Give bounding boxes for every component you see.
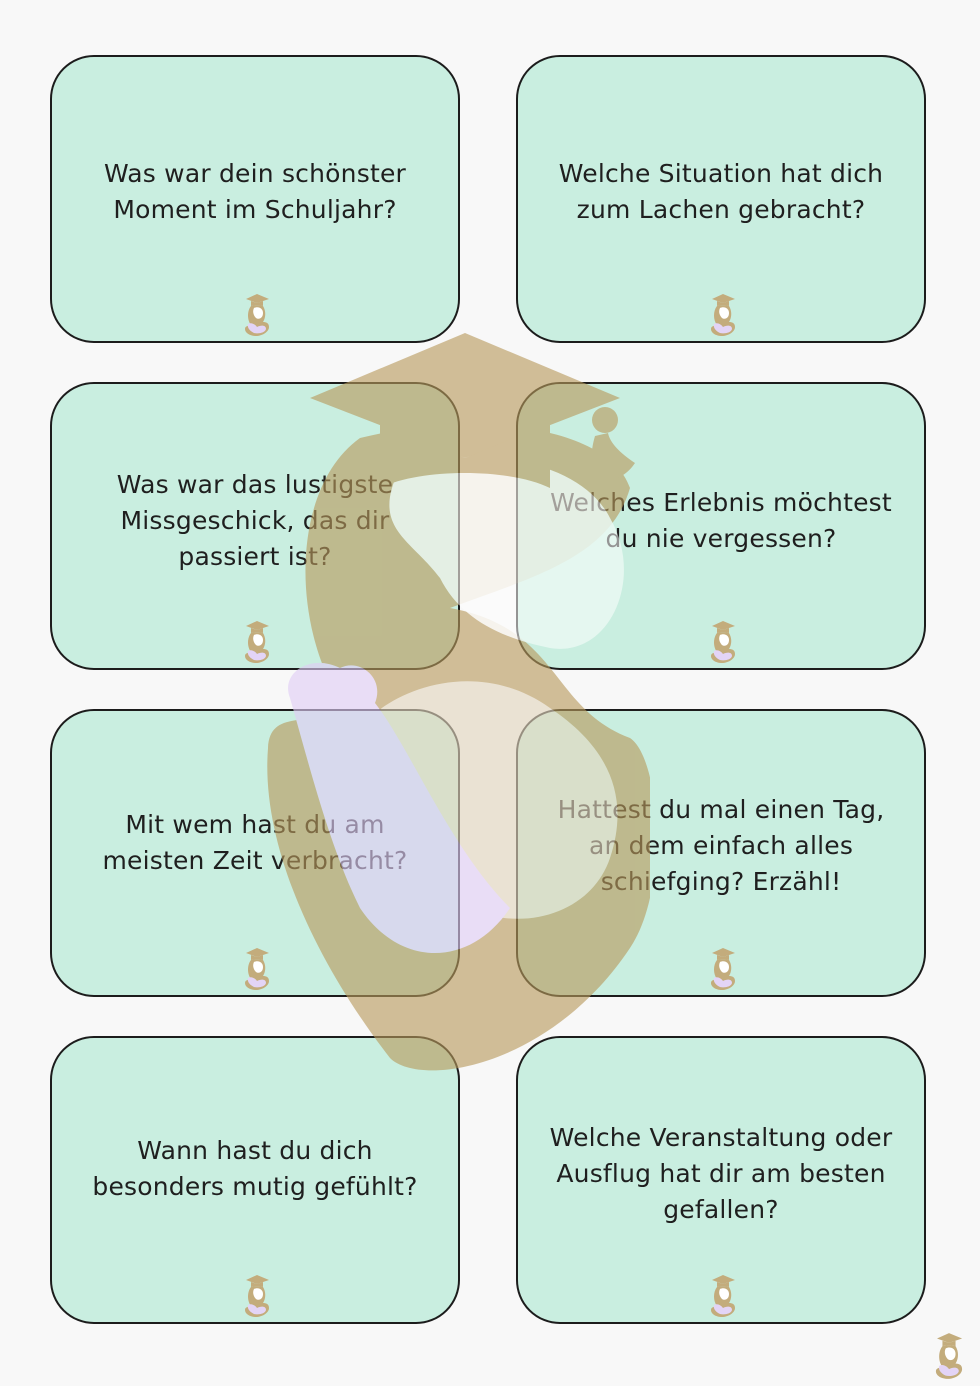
card-question: Mit wem hast du am meisten Zeit verbrach…	[102, 810, 408, 875]
question-card: Welche Situation hat dich zum Lachen geb…	[516, 55, 926, 343]
question-card: Wann hast du dich besonders mutig gefühl…	[50, 1036, 460, 1324]
graduate-logo-icon	[242, 1274, 272, 1318]
graduate-logo-icon	[708, 620, 738, 664]
card-question: Welche Veranstaltung oder Ausflug hat di…	[549, 1123, 893, 1224]
question-card: Welches Erlebnis möchtest du nie vergess…	[516, 382, 926, 670]
graduate-logo-icon	[708, 1274, 738, 1318]
graduate-logo-icon	[242, 620, 272, 664]
question-card: Was war das lustigste Missgeschick, das …	[50, 382, 460, 670]
card-question: Welches Erlebnis möchtest du nie vergess…	[550, 488, 892, 553]
question-card: Was war dein schönster Moment im Schulja…	[50, 55, 460, 343]
card-question: Wann hast du dich besonders mutig gefühl…	[92, 1136, 418, 1201]
card-question: Welche Situation hat dich zum Lachen geb…	[558, 159, 884, 224]
card-question: Was war das lustigste Missgeschick, das …	[116, 470, 394, 571]
card-question: Hattest du mal einen Tag, an dem einfach…	[557, 795, 885, 896]
graduate-logo-icon	[932, 1332, 966, 1380]
question-card: Hattest du mal einen Tag, an dem einfach…	[516, 709, 926, 997]
question-card: Mit wem hast du am meisten Zeit verbrach…	[50, 709, 460, 997]
question-card: Welche Veranstaltung oder Ausflug hat di…	[516, 1036, 926, 1324]
card-question: Was war dein schönster Moment im Schulja…	[103, 159, 407, 224]
graduate-logo-icon	[708, 293, 738, 337]
graduate-logo-icon	[242, 293, 272, 337]
graduate-logo-icon	[242, 947, 272, 991]
graduate-logo-icon	[708, 947, 738, 991]
